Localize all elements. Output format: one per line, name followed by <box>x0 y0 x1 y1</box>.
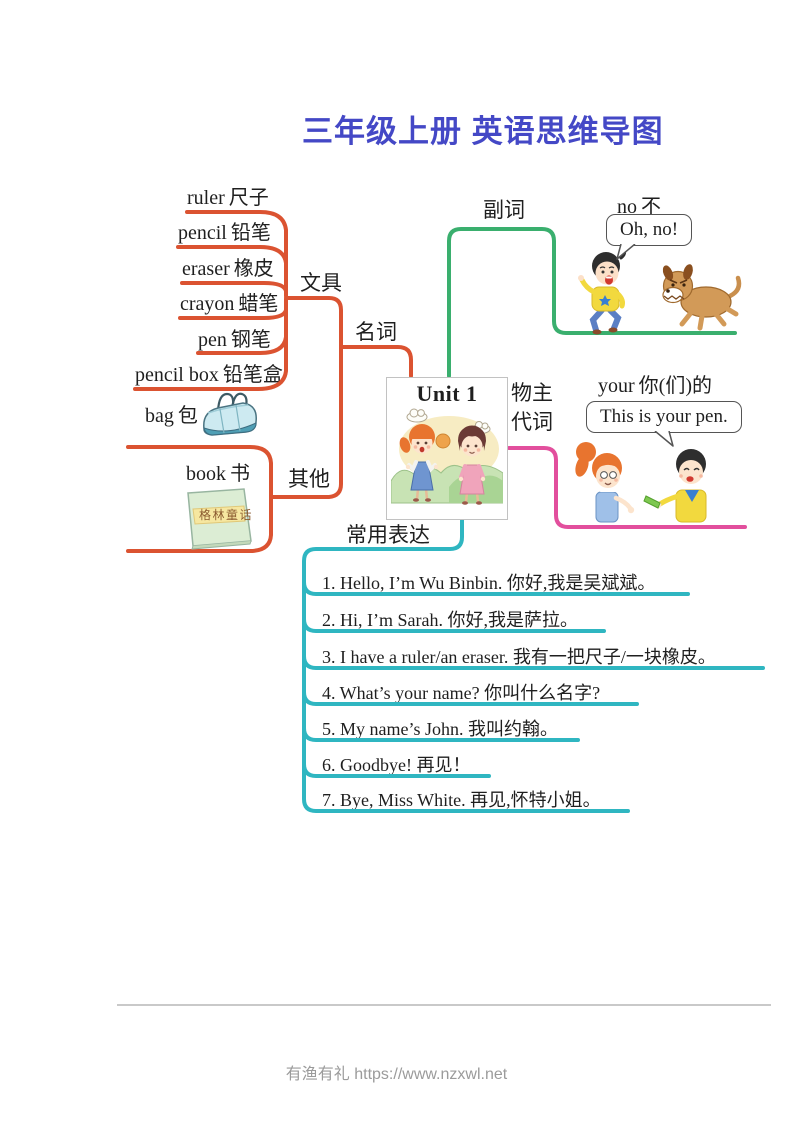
word-en: your <box>598 375 635 397</box>
item-zh: 蜡笔 <box>238 293 279 315</box>
your-pen-bubble-tail <box>654 431 674 447</box>
label-adverbs: 副词 <box>483 198 525 222</box>
label-possessive-line1: 物主 <box>511 381 553 405</box>
bushes <box>390 465 504 504</box>
running-boy <box>578 248 627 335</box>
girl-left <box>399 424 439 502</box>
expression-sentence-4: 4. What’s your name? 你叫什么名字? <box>322 683 601 703</box>
item-zh: 尺子 <box>228 187 269 209</box>
item-zh: 书 <box>230 463 250 485</box>
footer-text: 有渔有礼 https://www.nzxwl.net <box>285 1066 508 1083</box>
running-boy-and-dog-illustration <box>578 248 742 335</box>
label-possessive-line2: 代词 <box>511 410 553 434</box>
item-en: pen <box>198 329 227 351</box>
item-zh: 包 <box>177 405 198 427</box>
angry-dog <box>662 264 742 331</box>
expression-sentence-5: 5. My name’s John. 我叫约翰。 <box>322 719 558 739</box>
sun-icon <box>435 433 451 449</box>
boy-with-pen <box>643 449 707 523</box>
label-stationery: 文具 <box>300 271 342 295</box>
item-en: pencil box <box>135 364 219 386</box>
label-expressions: 常用表达 <box>346 523 430 547</box>
boy-giving-pen-illustration <box>575 442 707 523</box>
item-en: crayon <box>180 293 235 315</box>
expression-sentence-6: 6. Goodbye! 再见！ <box>322 755 471 775</box>
listening-girl <box>575 442 635 523</box>
expression-sentence-3: 3. I have a ruler/an eraser. 我有一把尺子/一块橡皮… <box>322 647 716 667</box>
book-cover-title: 格林童话 <box>199 507 253 522</box>
expression-sentence-1: 1. Hello, I’m Wu Binbin. 你好,我是吴斌斌。 <box>322 573 656 593</box>
expression-sentence-7: 7. Bye, Miss White. 再见,怀特小姐。 <box>322 790 601 810</box>
item-zh: 橡皮 <box>233 258 274 280</box>
item-zh: 钢笔 <box>230 329 271 351</box>
item-en: pencil <box>178 222 227 244</box>
oh-no-speech-bubble: Oh, no! <box>606 214 693 246</box>
center-node-unit1: Unit 1 <box>386 377 508 520</box>
book-icon: 格林童话 <box>187 488 253 550</box>
item-zh: 铅笔盒 <box>222 364 283 386</box>
your-pen-speech-bubble: This is your pen. <box>586 401 742 433</box>
word-en: no <box>617 196 637 218</box>
label-others: 其他 <box>288 467 330 491</box>
expression-sentence-2: 2. Hi, I’m Sarah. 你好,我是萨拉。 <box>322 610 578 630</box>
item-en: eraser <box>182 258 230 280</box>
item-en: book <box>186 463 226 485</box>
word-zh: 不 <box>641 196 661 218</box>
girl-right <box>458 425 486 505</box>
word-zh: 你(们)的 <box>638 375 712 397</box>
bag-icon <box>203 392 257 436</box>
page-title: 三年级上册 英语思维导图 <box>302 114 664 149</box>
unit1-scene-illustration <box>390 408 504 505</box>
oh-no-bubble-tail <box>616 244 636 260</box>
unit-title: Unit 1 <box>416 381 478 406</box>
footer-divider <box>117 1004 771 1006</box>
item-en: ruler <box>187 187 225 209</box>
label-nouns: 名词 <box>355 320 397 344</box>
item-zh: 铅笔 <box>230 222 271 244</box>
item-en: bag <box>145 405 174 427</box>
